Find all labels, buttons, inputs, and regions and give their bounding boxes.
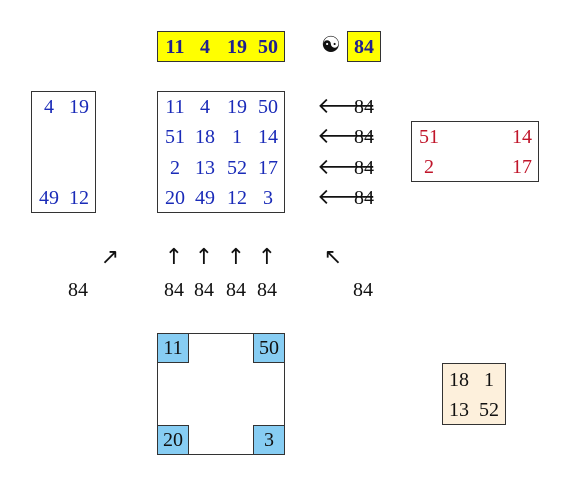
center-cell: 18 bbox=[449, 369, 469, 391]
yin-yang-icon: ☯ bbox=[321, 33, 341, 58]
left-arrow-icon: 🡐 bbox=[317, 124, 376, 149]
corner-cell-bottom-right: 3 bbox=[253, 425, 285, 455]
square-cell: 17 bbox=[258, 157, 278, 179]
header-cell: 19 bbox=[227, 36, 247, 58]
center-cell: 13 bbox=[449, 399, 469, 421]
square-cell: 3 bbox=[263, 187, 273, 209]
square-cell: 13 bbox=[195, 157, 215, 179]
left-box-cell: 49 bbox=[39, 187, 59, 209]
left-arrow-icon: 🡐 bbox=[317, 155, 376, 180]
diagonal-sum: 84 bbox=[68, 279, 88, 301]
column-sum: 84 bbox=[226, 279, 246, 301]
diagonal-sum: 84 bbox=[353, 279, 373, 301]
magic-total-box: 84 bbox=[347, 31, 381, 62]
square-cell: 12 bbox=[227, 187, 247, 209]
square-cell: 18 bbox=[195, 126, 215, 148]
left-box-cell: 19 bbox=[69, 96, 89, 118]
left-arrow-icon: 🡐 bbox=[317, 94, 376, 119]
corner-cell-top-left: 11 bbox=[157, 333, 189, 363]
up-arrow-icon: ↑ bbox=[226, 245, 246, 270]
square-cell: 14 bbox=[258, 126, 278, 148]
square-cell: 52 bbox=[227, 157, 247, 179]
center-square-box: 18 1 13 52 bbox=[442, 363, 506, 425]
diagonal-up-left-arrow-icon: ↖ bbox=[323, 245, 343, 270]
header-cell: 11 bbox=[165, 36, 185, 58]
center-cell: 1 bbox=[484, 369, 494, 391]
right-box-cell: 51 bbox=[419, 126, 439, 148]
square-cell: 4 bbox=[200, 96, 210, 118]
up-arrow-icon: ↑ bbox=[194, 245, 214, 270]
square-cell: 20 bbox=[165, 187, 185, 209]
center-cell: 52 bbox=[479, 399, 499, 421]
corner-cell-top-right: 50 bbox=[253, 333, 285, 363]
square-cell: 19 bbox=[227, 96, 247, 118]
square-cell: 2 bbox=[170, 157, 180, 179]
column-sum: 84 bbox=[194, 279, 214, 301]
row-sum: 84 bbox=[354, 96, 374, 118]
up-arrow-icon: ↑ bbox=[257, 245, 277, 270]
magic-square: 11 4 19 50 51 18 1 14 2 13 52 17 20 49 1… bbox=[157, 91, 285, 213]
row-sum: 84 bbox=[354, 157, 374, 179]
row-sum: 84 bbox=[354, 126, 374, 148]
square-cell: 11 bbox=[165, 96, 185, 118]
corners-box: 11 50 20 3 bbox=[157, 333, 285, 455]
header-cell: 50 bbox=[258, 36, 278, 58]
square-cell: 1 bbox=[232, 126, 242, 148]
right-box-cell: 14 bbox=[512, 126, 532, 148]
up-arrow-icon: ↑ bbox=[164, 245, 184, 270]
header-cell: 4 bbox=[200, 36, 210, 58]
header-row-box: 11 4 19 50 bbox=[157, 31, 285, 62]
left-box-cell: 4 bbox=[44, 96, 54, 118]
column-sum: 84 bbox=[164, 279, 184, 301]
right-box-cell: 17 bbox=[512, 156, 532, 178]
row-sum: 84 bbox=[354, 187, 374, 209]
left-pair-box: 4 19 49 12 bbox=[31, 91, 96, 213]
square-cell: 50 bbox=[258, 96, 278, 118]
right-pair-box: 51 14 2 17 bbox=[411, 121, 539, 182]
magic-total: 84 bbox=[354, 36, 374, 58]
right-box-cell: 2 bbox=[424, 156, 434, 178]
square-cell: 49 bbox=[195, 187, 215, 209]
left-arrow-icon: 🡐 bbox=[317, 185, 376, 210]
column-sum: 84 bbox=[257, 279, 277, 301]
square-cell: 51 bbox=[165, 126, 185, 148]
corner-cell-bottom-left: 20 bbox=[157, 425, 189, 455]
left-box-cell: 12 bbox=[69, 187, 89, 209]
diagonal-up-right-arrow-icon: ↗ bbox=[100, 245, 120, 270]
